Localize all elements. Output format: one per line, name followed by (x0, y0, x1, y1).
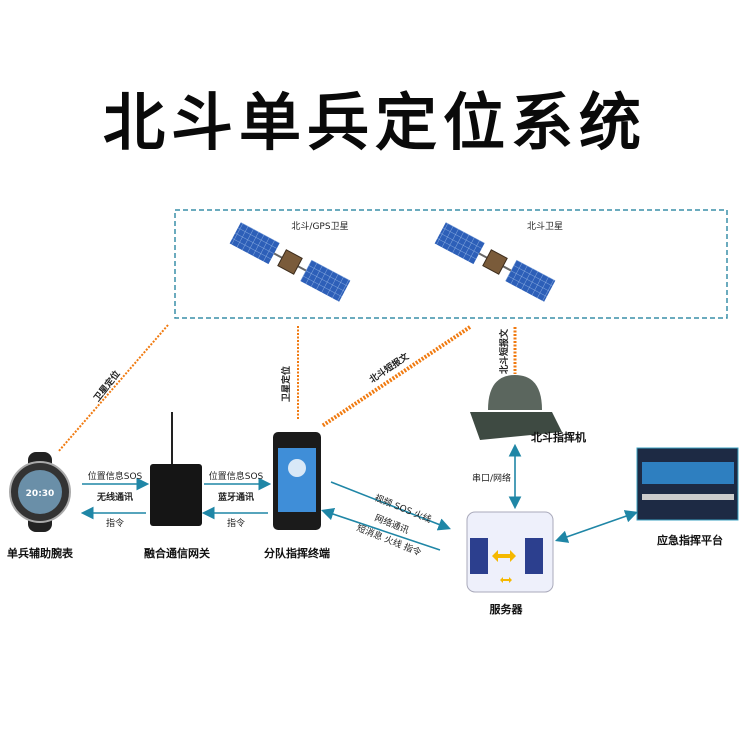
server-device (466, 511, 554, 593)
smartwatch-device: 20:30 (9, 452, 71, 532)
link-label: 卫星定位 (91, 368, 123, 404)
link-label: 指令 (227, 517, 245, 529)
satellite-icon (229, 222, 351, 302)
connection-arrows (80, 443, 639, 551)
gateway-device (150, 412, 202, 526)
signal-line (57, 324, 169, 453)
page-title: 北斗单兵定位系统 (102, 86, 647, 159)
handheld-terminal-device (273, 432, 321, 530)
device-label: 单兵辅助腕表 (7, 546, 74, 560)
beidou-commander-device (470, 375, 562, 440)
device-label: 应急指挥平台 (657, 533, 723, 547)
link-label: 指令 (106, 517, 124, 529)
satellite-label: 北斗/GPS卫星 (291, 221, 348, 232)
link-label: 蓝牙通讯 (218, 491, 254, 503)
satellite-icon (434, 222, 556, 302)
satellite-group-box (174, 209, 728, 319)
signal-line (320, 325, 472, 428)
link-label: 北斗短报文 (367, 350, 412, 386)
link-label: 北斗短报文 (498, 328, 510, 374)
satellite-label: 北斗卫星 (527, 221, 563, 232)
command-platform-image (636, 447, 739, 521)
link-label: 卫星定位 (280, 366, 292, 402)
watch-time: 20:30 (26, 489, 55, 499)
link-label: 位置信息SOS (88, 470, 143, 482)
device-label: 分队指挥终端 (264, 546, 330, 560)
link-label: 无线通讯 (96, 491, 133, 503)
satellite-signal-lines (57, 324, 517, 453)
link-label: 串口/网络 (472, 472, 511, 484)
device-label: 融合通信网关 (144, 546, 210, 560)
link-label: 位置信息SOS (209, 470, 264, 482)
device-label: 服务器 (490, 602, 524, 616)
device-label: 北斗指挥机 (531, 430, 586, 444)
